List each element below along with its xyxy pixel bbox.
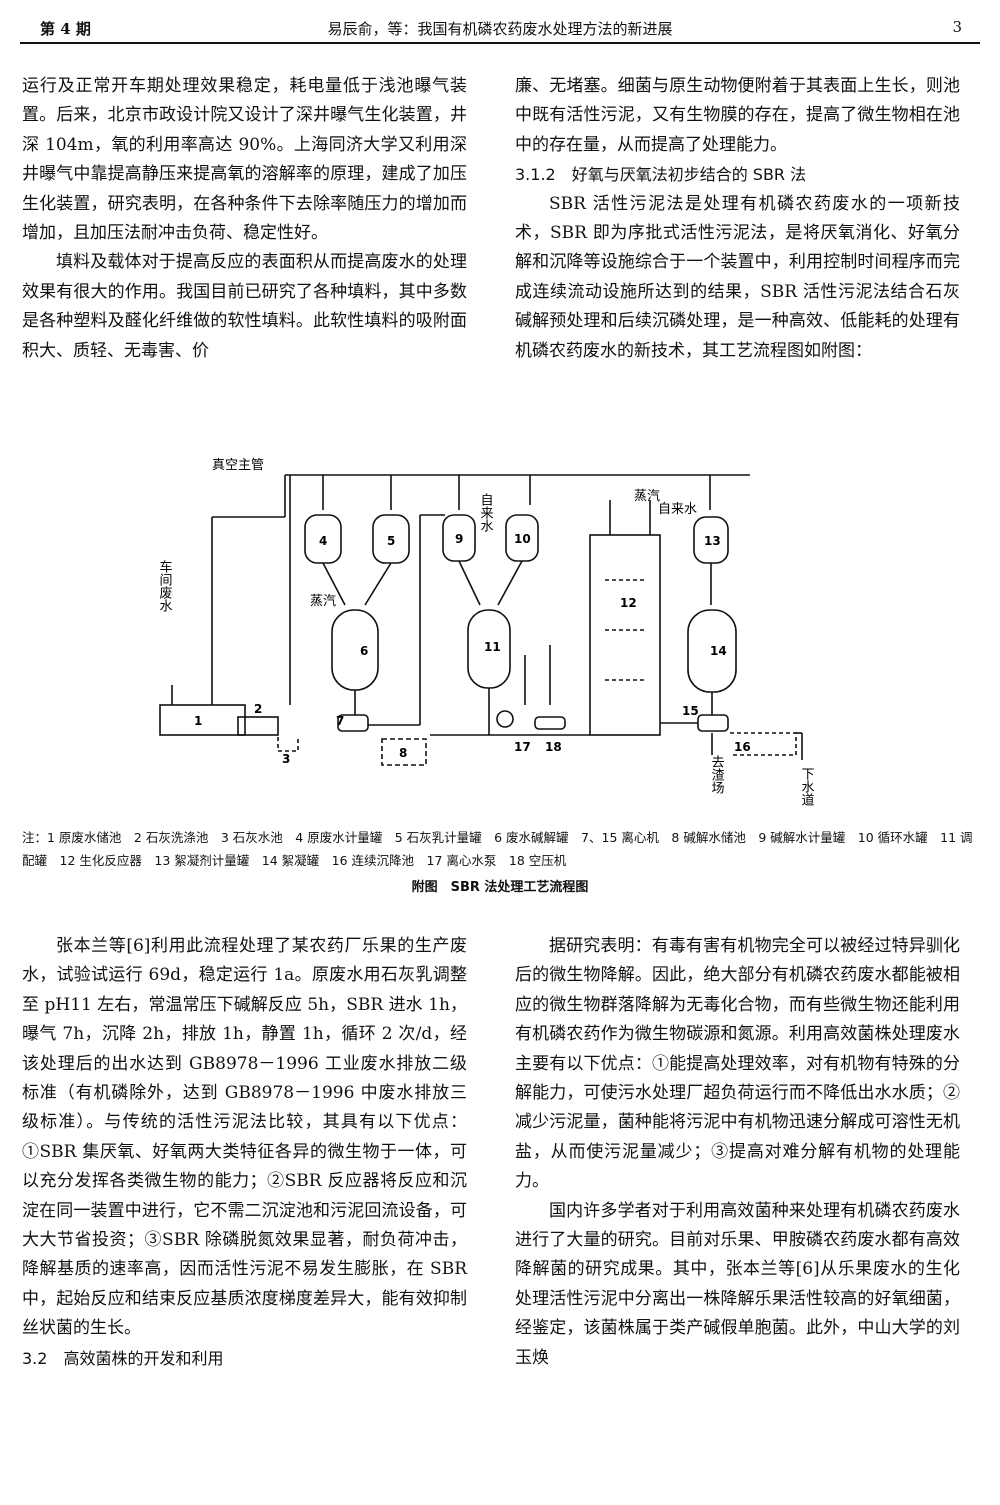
node-5: 5 <box>387 534 395 548</box>
node-4: 4 <box>319 534 327 548</box>
node-12: 12 <box>620 596 637 610</box>
running-title: 易辰俞，等：我国有机磷农药废水处理方法的新进展 <box>327 20 673 38</box>
node-11: 11 <box>484 640 501 654</box>
paragraph-microbe-advantages: 据研究表明：有毒有害有机物完全可以被经过特异驯化后的微生物降解。因此，绝大部分有… <box>515 936 960 1192</box>
label-tap-water-2: 自来水 <box>658 502 697 517</box>
node-18: 18 <box>545 740 562 754</box>
column-top-left: 运行及正常开车期处理效果稳定，耗电量低于浅池曝气装置。后来，北京市政设计院又设计… <box>22 72 467 366</box>
figure-legend-note: 注：1 原废水储池 2 石灰洗涤池 3 石灰水池 4 原废水计量罐 5 石灰乳计… <box>22 830 973 868</box>
node-3: 3 <box>282 752 290 766</box>
node-15: 15 <box>682 704 699 718</box>
node-1: 1 <box>194 714 202 728</box>
node-6: 6 <box>360 644 368 658</box>
node-8: 8 <box>399 746 407 760</box>
label-vacuum-main: 真空主管 <box>212 458 264 473</box>
node-17: 17 <box>514 740 531 754</box>
node-10: 10 <box>514 532 531 546</box>
issue-number: 第 4 期 <box>40 20 91 38</box>
section-heading-3-2: 3.2 高效菌株的开发和利用 <box>22 1348 224 1368</box>
paragraph-sbr-intro: SBR 活性污泥法是处理有机磷农药废水的一项新技术，SBR 即为序批式活性污泥法… <box>515 193 960 361</box>
node-14: 14 <box>710 644 727 658</box>
paragraph-packing: 填料及载体对于提高反应的表面积从而提高废水的处理效果有很大的作用。我国目前已研究… <box>22 252 467 361</box>
node-7: 7 <box>336 714 344 728</box>
label-steam-1: 蒸汽 <box>310 594 336 609</box>
node-2: 2 <box>254 702 262 716</box>
label-sewer: 下水道 <box>799 767 815 806</box>
node-9: 9 <box>455 532 463 546</box>
column-bottom-left: 张本兰等[6]利用此流程处理了某农药厂乐果的生产废水，试验试运行 69d，稳定运… <box>22 932 467 1373</box>
figure-caption: 附图 SBR 法处理工艺流程图 <box>411 880 589 895</box>
page-number: 3 <box>952 18 962 36</box>
label-to-slag-yard: 去渣场 <box>709 755 725 794</box>
label-steam-2: 蒸汽 <box>634 489 660 504</box>
running-header: 第 4 期 易辰俞，等：我国有机磷农药废水处理方法的新进展 3 <box>20 12 980 44</box>
node-13: 13 <box>704 534 721 548</box>
label-workshop-wastewater: 车间废水 <box>157 559 173 612</box>
process-flow-diagram: 真空主管 车间废水 蒸汽 自来水 蒸汽 自来水 去渣场 下水道 1 2 3 4 … <box>157 458 815 806</box>
paragraph-domestic-research: 国内许多学者对于利用高效菌种来处理有机磷农药废水进行了大量的研究。目前对乐果、甲… <box>515 1200 960 1368</box>
column-top-right: 廉、无堵塞。细菌与原生动物便附着于其表面上生长，则池中既有活性污泥，又有生物膜的… <box>515 72 960 366</box>
paragraph-continued: 廉、无堵塞。细菌与原生动物便附着于其表面上生长，则池中既有活性污泥，又有生物膜的… <box>515 76 960 155</box>
paragraph-zhang-study: 张本兰等[6]利用此流程处理了某农药厂乐果的生产废水，试验试运行 69d，稳定运… <box>22 936 467 1339</box>
section-heading-3-1-2: 3.1.2 好氧与厌氧法初步结合的 SBR 法 <box>515 165 807 185</box>
label-tap-water-1: 自来水 <box>478 493 494 532</box>
paragraph-continued: 运行及正常开车期处理效果稳定，耗电量低于浅池曝气装置。后来，北京市政设计院又设计… <box>22 76 467 244</box>
column-bottom-right: 据研究表明：有毒有害有机物完全可以被经过特异驯化后的微生物降解。因此，绝大部分有… <box>515 932 960 1373</box>
node-16: 16 <box>734 740 751 754</box>
